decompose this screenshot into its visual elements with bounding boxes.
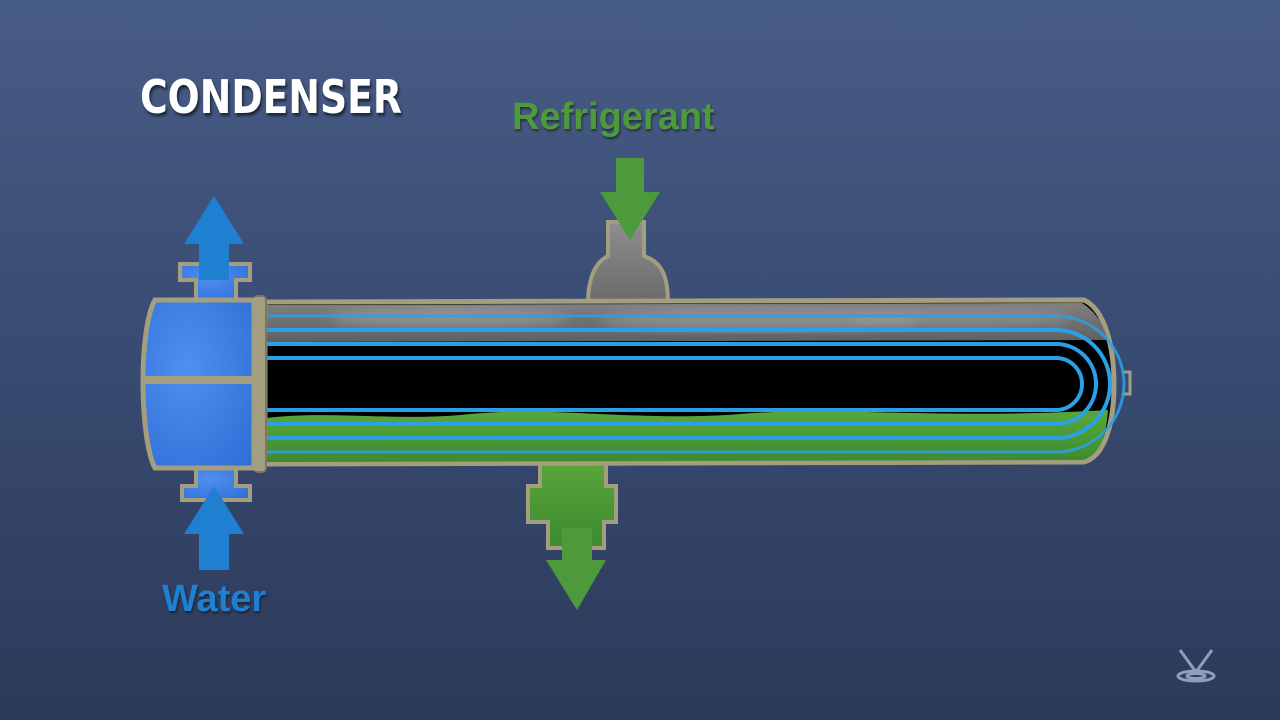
tube-bundle xyxy=(267,314,1126,454)
liquid-outlet-nozzle xyxy=(526,454,618,550)
v-water-drop-logo-icon xyxy=(1176,649,1216,683)
diagram-title: CONDENSER xyxy=(140,70,402,124)
water-outlet-arrow xyxy=(184,196,244,280)
refrigerant-outlet-arrow xyxy=(546,528,606,610)
water-label: Water xyxy=(162,578,267,620)
refrigerant-label: Refrigerant xyxy=(512,96,715,138)
water-inlet-arrow xyxy=(184,486,244,570)
water-box xyxy=(140,262,257,502)
refrigerant-inlet-arrow xyxy=(600,158,660,240)
